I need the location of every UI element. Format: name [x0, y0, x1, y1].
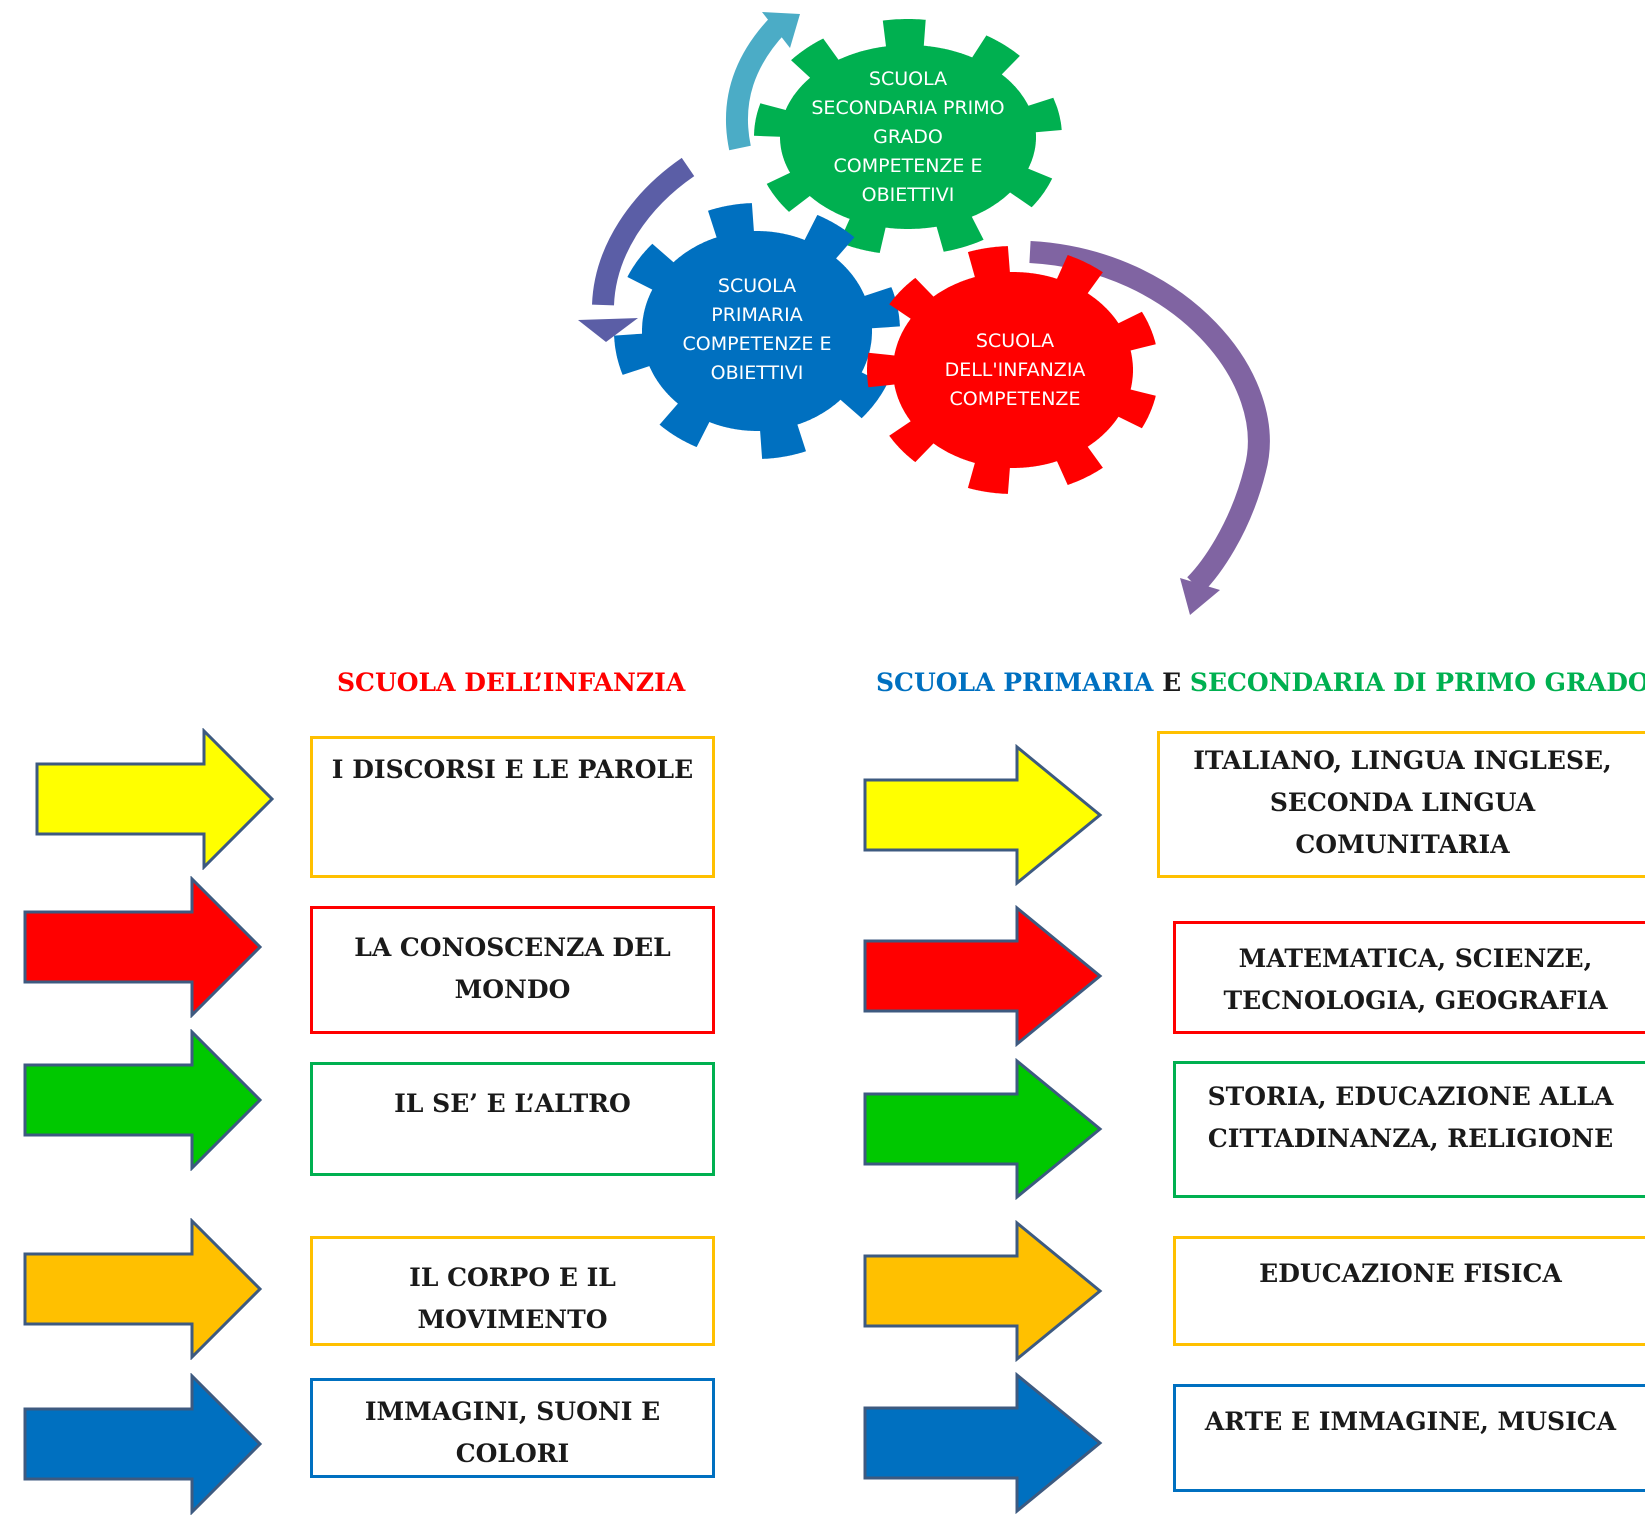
box-infanzia-discorsi: I DISCORSI E LE PAROLE	[310, 736, 715, 878]
gear-label-infanzia: SCUOLA DELL'INFANZIA COMPETENZE	[944, 329, 1086, 410]
arrow-blue-left	[23, 1373, 263, 1515]
heading-primaria-secondaria: SCUOLA PRIMARIA E SECONDARIA DI PRIMO GR…	[876, 663, 1645, 703]
arrow-blue-right	[863, 1372, 1103, 1514]
teal-arrowhead	[762, 12, 800, 48]
arrow-red-right	[863, 905, 1103, 1047]
gear-infanzia	[867, 246, 1156, 494]
purple-arrowhead	[1180, 578, 1220, 615]
heading-conjunction: E	[1153, 668, 1190, 697]
gear-label-secondaria: SCUOLA SECONDARIA PRIMO GRADO COMPETENZE…	[811, 67, 1005, 206]
box-infanzia-se-altro: IL SE’ E L’ALTRO	[310, 1062, 715, 1176]
box-infanzia-conoscenza: LA CONOSCENZA DEL MONDO	[310, 906, 715, 1034]
teal-curved-arrow	[726, 17, 787, 151]
arrow-green-right	[863, 1058, 1103, 1200]
heading-primaria: SCUOLA PRIMARIA	[876, 668, 1154, 697]
heading-infanzia: SCUOLA DELL’INFANZIA	[337, 668, 686, 697]
purple-curved-arrow	[1029, 241, 1270, 593]
arrow-green-left	[23, 1029, 263, 1171]
box-primaria-arte: ARTE E IMMAGINE, MUSICA	[1173, 1384, 1645, 1492]
gear-label-primaria: SCUOLA PRIMARIA COMPETENZE E OBIETTIVI	[682, 275, 832, 384]
box-primaria-italiano: ITALIANO, LINGUA INGLESE, SECONDA LINGUA…	[1157, 731, 1645, 878]
box-infanzia-immagini: IMMAGINI, SUONI E COLORI	[310, 1378, 715, 1478]
heading-secondaria: SECONDARIA DI PRIMO GRADO	[1189, 668, 1645, 697]
gear-secondaria	[754, 19, 1062, 253]
box-primaria-matematica: MATEMATICA, SCIENZE, TECNOLOGIA, GEOGRAF…	[1173, 921, 1645, 1034]
arrow-yellow-right	[863, 744, 1103, 886]
gears-diagram	[578, 12, 1270, 615]
indigo-arrowhead	[578, 318, 638, 342]
arrow-orange-left	[23, 1218, 263, 1360]
box-primaria-storia: STORIA, EDUCAZIONE ALLA CITTADINANZA, RE…	[1173, 1061, 1645, 1198]
arrow-red-left	[23, 876, 263, 1018]
arrow-orange-right	[863, 1220, 1103, 1362]
arrow-yellow-left	[35, 728, 275, 870]
box-primaria-educazione-fisica: EDUCAZIONE FISICA	[1173, 1236, 1645, 1346]
box-infanzia-corpo: IL CORPO E IL MOVIMENTO	[310, 1236, 715, 1346]
gear-primaria	[614, 203, 900, 459]
indigo-curved-arrow	[592, 157, 695, 306]
